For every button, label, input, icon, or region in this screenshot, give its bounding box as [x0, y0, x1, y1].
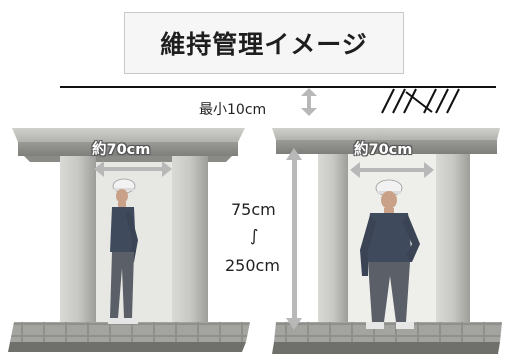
worker-left-icon	[108, 178, 138, 324]
right-pillar-b	[436, 154, 470, 324]
title-box: 維持管理イメージ	[124, 12, 404, 74]
left-floor	[10, 322, 250, 342]
page-title: 維持管理イメージ	[160, 30, 368, 59]
right-width-label: 約70cm	[354, 142, 413, 158]
right-top-slab	[272, 128, 500, 140]
right-culvert-unit	[272, 128, 502, 354]
height-min-label: 75cm	[231, 200, 276, 219]
right-floor	[274, 322, 502, 342]
left-pillar-a	[60, 156, 96, 324]
right-pillar-a	[318, 154, 348, 324]
left-width-label: 約70cm	[92, 142, 151, 158]
earth-hatching	[381, 88, 460, 114]
height-range-separator: ∫	[250, 226, 259, 245]
clearance-label: 最小10cm	[199, 102, 267, 118]
height-arrow	[286, 148, 302, 330]
left-width-arrow	[94, 161, 172, 177]
worker-right-icon	[360, 179, 420, 329]
clearance-arrow	[301, 88, 317, 116]
left-top-slab	[12, 128, 245, 142]
left-pillar-b	[172, 156, 208, 324]
height-max-label: 250cm	[225, 256, 280, 275]
right-width-arrow	[350, 162, 434, 178]
